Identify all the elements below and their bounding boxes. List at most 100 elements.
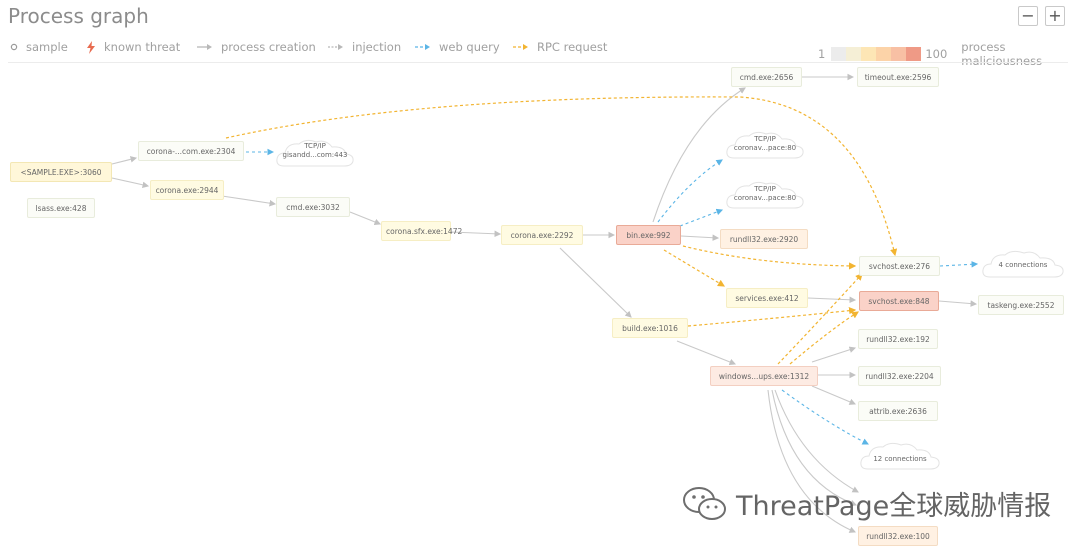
edge-corona2944-cmd3032 (221, 195, 277, 207)
process-node-attrib-2636[interactable]: attrib.exe:2636 (858, 401, 938, 421)
process-node-rundll32-192[interactable]: rundll32.exe:192 (858, 329, 938, 349)
edge-build-windows (676, 340, 737, 366)
process-node-corona-sfx[interactable]: corona.sfx.exe:1472 (381, 221, 462, 241)
process-node-rundll32-2920[interactable]: rundll32.exe:2920 (720, 229, 808, 249)
edge-windows-rundll100 (767, 389, 857, 533)
network-cloud-gisandd[interactable]: TCP/IP gisandd...com:443 (274, 138, 356, 168)
watermark: ThreatPage全球威胁情报 (682, 484, 1051, 523)
process-node-timeout-2596[interactable]: timeout.exe:2596 (857, 67, 939, 87)
process-node-rundll32-2204[interactable]: rundll32.exe:2204 (858, 366, 941, 386)
cloud-host: coronav...pace:80 (733, 144, 797, 152)
network-cloud-coronav-1[interactable]: TCP/IP coronav...pace:80 (724, 130, 806, 160)
legend-injection: injection (328, 40, 401, 54)
process-node-corona-com[interactable]: corona-...com.exe:2304 (138, 141, 244, 161)
edge-bin-cmd2656 (652, 87, 746, 223)
process-node-build-1016[interactable]: build.exe:1016 (612, 318, 688, 338)
edge-bin-rundll2920 (680, 234, 720, 241)
process-node-corona-2944[interactable]: corona.exe:2944 (150, 180, 224, 200)
dashed-blue-arrow-icon (415, 44, 430, 50)
web-windows-conn12 (781, 389, 869, 445)
legend-known-threat: known threat (86, 40, 180, 54)
scale-swatches (831, 47, 922, 61)
rpc-build-svchost848 (687, 307, 857, 327)
edge-corona2292-build (559, 247, 632, 318)
scale-max: 100 (925, 47, 948, 61)
edge-sample-corona-2944 (111, 177, 150, 189)
cloud-icon (276, 139, 354, 167)
cloud-icon (726, 131, 804, 159)
legend-sample-label: sample (26, 40, 68, 54)
process-node-taskeng-2552[interactable]: taskeng.exe:2552 (978, 295, 1064, 315)
process-node-lsass[interactable]: lsass.exe:428 (27, 198, 95, 218)
legend-web-query-label: web query (439, 40, 500, 54)
process-node-corona-2292[interactable]: corona.exe:2292 (501, 225, 583, 245)
network-cloud-coronav-2[interactable]: TCP/IP coronav...pace:80 (724, 180, 806, 210)
web-bin-tcp2 (657, 159, 723, 223)
zoom-in-button[interactable]: + (1045, 6, 1065, 26)
scale-swatch-1 (831, 47, 847, 61)
process-node-svchost-848[interactable]: svchost.exe:848 (859, 291, 939, 311)
legend-rpc-request-label: RPC request (537, 40, 608, 54)
scale-min: 1 (818, 47, 826, 61)
edge-windows-rundll192 (811, 346, 857, 363)
page-title: Process graph (8, 4, 149, 28)
process-node-cmd-2656[interactable]: cmd.exe:2656 (731, 67, 802, 87)
header-divider (8, 62, 1068, 63)
process-node-svchost-276[interactable]: svchost.exe:276 (859, 256, 940, 276)
cloud-protocol: TCP/IP (754, 185, 776, 193)
legend-process-creation-label: process creation (221, 40, 316, 54)
edge-sample-corona-com (111, 156, 138, 165)
rpc-corona-com-svchost276 (225, 96, 898, 257)
process-node-cmd-3032[interactable]: cmd.exe:3032 (276, 197, 350, 217)
edge-windows-attrib (811, 385, 857, 405)
rpc-windows-svchost848 (789, 311, 860, 365)
cloud-icon (860, 442, 940, 470)
connections-count: 12 connections (873, 455, 927, 463)
scale-swatch-2 (846, 47, 862, 61)
legend: sample known threat process creation inj… (0, 40, 1080, 68)
process-node-sample[interactable]: <SAMPLE.EXE>:3060 (10, 162, 112, 182)
solid-arrow-icon (197, 44, 212, 50)
connections-count: 4 connections (998, 261, 1048, 269)
scale-label: process maliciousness (961, 40, 1043, 68)
legend-web-query: web query (415, 40, 500, 54)
network-cloud-12-connections[interactable]: 12 connections (858, 441, 942, 471)
rpc-bin-svchost276 (682, 245, 857, 270)
cloud-host: coronav...pace:80 (733, 194, 797, 202)
edge-coronasfx-corona2292 (450, 230, 502, 238)
edge-windows-hidden2 (771, 389, 858, 507)
maliciousness-scale: 1 100 process maliciousness (818, 40, 1080, 68)
watermark-text: ThreatPage全球威胁情报 (736, 491, 1052, 522)
web-svchost276-conn4 (939, 261, 979, 268)
sample-icon (10, 43, 18, 51)
legend-known-threat-label: known threat (104, 40, 181, 54)
scale-swatch-6 (906, 47, 922, 61)
rpc-bin-services (663, 249, 726, 287)
legend-injection-label: injection (352, 40, 402, 54)
network-cloud-4-connections[interactable]: 4 connections (980, 249, 1066, 279)
dashed-yellow-arrow-icon (513, 44, 528, 50)
scale-swatch-3 (861, 47, 877, 61)
process-node-windows-ups[interactable]: windows...ups.exe:1312 (710, 366, 818, 386)
rpc-windows-svchost276 (777, 273, 863, 365)
scale-swatch-4 (876, 47, 892, 61)
cloud-icon (726, 181, 804, 209)
edge-windows-hidden1 (774, 389, 859, 493)
edge-svchost848-taskeng (938, 300, 978, 307)
legend-rpc-request: RPC request (513, 40, 607, 54)
legend-process-creation: process creation (197, 40, 316, 54)
process-node-bin-992[interactable]: bin.exe:992 (616, 225, 681, 245)
edge-services-svchost848 (807, 296, 857, 304)
cloud-host: gisandd...com:443 (282, 151, 348, 159)
lightning-icon (87, 40, 95, 54)
edge-cmd3032-coronasfx (349, 211, 382, 226)
web-bin-tcp3 (679, 208, 724, 227)
zoom-out-button[interactable]: − (1018, 6, 1038, 26)
cloud-protocol: TCP/IP (304, 142, 326, 150)
cloud-protocol: TCP/IP (754, 135, 776, 143)
scale-swatch-5 (891, 47, 907, 61)
process-node-rundll32-100[interactable]: rundll32.exe:100 (858, 526, 938, 546)
process-node-services-412[interactable]: services.exe:412 (726, 288, 808, 308)
injection-arrow-icon (328, 44, 343, 50)
